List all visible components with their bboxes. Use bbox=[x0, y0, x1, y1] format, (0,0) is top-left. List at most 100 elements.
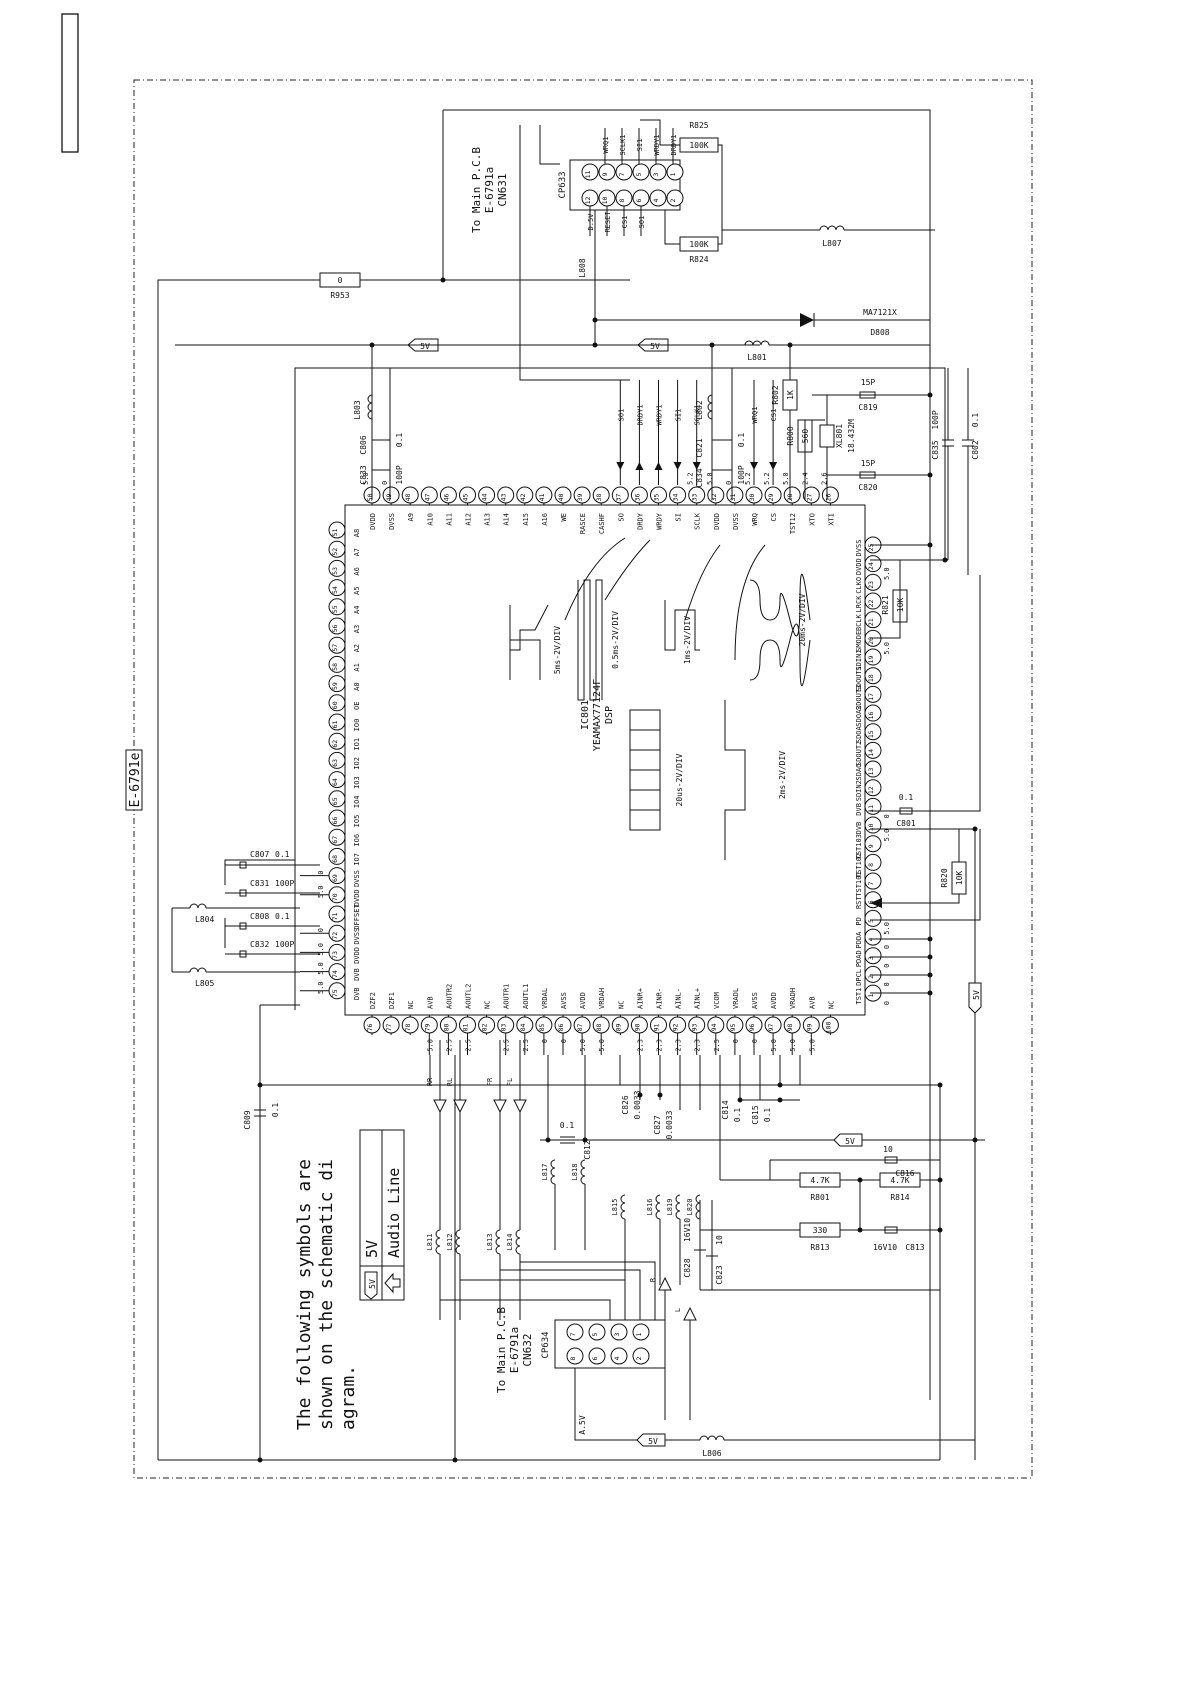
pin-name-20: SMODE bbox=[855, 631, 863, 652]
pin-number-21: 21 bbox=[867, 618, 875, 626]
pin-voltage-31: 0 bbox=[725, 481, 733, 485]
node-avb-left bbox=[257, 1082, 263, 1088]
pin-name-14: SDOUT2 bbox=[855, 741, 863, 766]
pin-number-27: 27 bbox=[805, 494, 813, 502]
a5v-label: A.5V bbox=[578, 1415, 587, 1434]
pin-name-54: A5 bbox=[353, 586, 361, 594]
pin-voltage-86: 0 bbox=[560, 1039, 568, 1043]
pin-18 bbox=[864, 667, 882, 685]
node-pin25 bbox=[927, 542, 933, 548]
pin-name-46: A11 bbox=[445, 513, 453, 526]
pin-5 bbox=[864, 909, 882, 927]
c815-value: 0.1 bbox=[763, 1108, 772, 1123]
pin-99 bbox=[802, 1016, 820, 1034]
pin-number-20: 20 bbox=[867, 637, 875, 645]
c815-ref: C815 bbox=[751, 1105, 760, 1124]
pin-number-82: 82 bbox=[481, 1024, 489, 1032]
pin-71 bbox=[328, 905, 346, 923]
pin-number-42: 42 bbox=[519, 494, 527, 502]
node-r953 bbox=[440, 277, 446, 283]
pin-number-63: 63 bbox=[331, 759, 339, 767]
pin-number-62: 62 bbox=[331, 740, 339, 748]
pin-name-39: RASCE bbox=[579, 513, 587, 534]
c823-value: 10 bbox=[715, 1235, 724, 1245]
pin-voltage-28: 5.0 bbox=[782, 472, 790, 485]
pin-number-70: 70 bbox=[331, 893, 339, 901]
pin-number-57: 57 bbox=[331, 644, 339, 652]
bead-L817 bbox=[550, 1159, 556, 1185]
bead-ref-L812: L812 bbox=[446, 1234, 454, 1251]
pin-57 bbox=[328, 636, 346, 654]
pin-number-10: 10 bbox=[601, 197, 609, 205]
pin-name-80: AOUTR2 bbox=[445, 984, 453, 1009]
pin-7 bbox=[864, 872, 882, 890]
pin-name-47: A10 bbox=[426, 513, 434, 526]
bead-L813 bbox=[495, 1229, 501, 1255]
pin-number-74: 74 bbox=[331, 970, 339, 978]
pin-94 bbox=[707, 1016, 725, 1034]
pin-number-18: 18 bbox=[867, 674, 875, 682]
pin-62 bbox=[328, 732, 346, 750]
cn631-title: To Main P.C.B bbox=[470, 147, 483, 233]
cn631-signal-b-3: SO1 bbox=[638, 216, 646, 229]
pin-number-9: 9 bbox=[867, 844, 875, 848]
pin-number-25: 25 bbox=[867, 544, 875, 552]
pin-number-1: 1 bbox=[867, 994, 875, 998]
pin-6 bbox=[632, 189, 650, 207]
audio-label-RL: RL bbox=[446, 1078, 454, 1086]
pin-name-94: VCOM bbox=[713, 992, 721, 1009]
node-c820 bbox=[927, 472, 933, 478]
bead-ref-L814: L814 bbox=[506, 1234, 514, 1251]
waveform-label-3: 1ms-2V/DIV bbox=[683, 616, 692, 664]
pin-number-76: 76 bbox=[366, 1024, 374, 1032]
pin-name-99: AVB bbox=[808, 996, 816, 1009]
pin-97 bbox=[764, 1016, 782, 1034]
c821-value: 0.1 bbox=[737, 433, 746, 448]
pin-number-44: 44 bbox=[481, 494, 489, 502]
pin-29 bbox=[764, 486, 782, 504]
c814-value: 0.1 bbox=[733, 1108, 742, 1123]
pin-voltage-69: 0 bbox=[317, 870, 325, 874]
c807-ref: C807 bbox=[250, 850, 269, 859]
pin-name-31: DVSS bbox=[732, 513, 740, 530]
signal-arrow-33 bbox=[692, 462, 701, 470]
pin-name-75: DVB bbox=[353, 987, 361, 1000]
pin-31 bbox=[726, 486, 744, 504]
c812-ref: C812 bbox=[583, 1140, 592, 1159]
a5v-wire bbox=[574, 1368, 640, 1441]
xl801-body bbox=[819, 424, 835, 448]
pin-60 bbox=[328, 694, 346, 712]
pin-name-1: TST1 bbox=[855, 988, 863, 1005]
pin-voltage-91: 2.3 bbox=[656, 1039, 664, 1052]
pin-voltage-97: 5.0 bbox=[770, 1039, 778, 1052]
pin-number-87: 87 bbox=[576, 1024, 584, 1032]
pin-name-95: VRADL bbox=[732, 988, 740, 1009]
pin-22 bbox=[864, 592, 882, 610]
pin-77 bbox=[382, 1016, 400, 1034]
pin-voltage-49: 0 bbox=[381, 481, 389, 485]
pin-93 bbox=[688, 1016, 706, 1034]
rst-arrow bbox=[870, 898, 882, 908]
pin-number-5: 5 bbox=[591, 1332, 599, 1336]
node-c819 bbox=[927, 392, 933, 398]
pin-2 bbox=[632, 1347, 650, 1365]
pin-voltage-74: 5.0 bbox=[317, 962, 325, 975]
audio-arrow-RR bbox=[433, 1099, 447, 1114]
pin-41 bbox=[535, 486, 553, 504]
c826-value: 0.0033 bbox=[633, 1090, 642, 1119]
pin-voltage-72: 0 bbox=[317, 928, 325, 932]
pin-name-100: NC bbox=[827, 1001, 835, 1009]
bead-ref-L813: L813 bbox=[486, 1234, 494, 1251]
pin-name-22: LRCK bbox=[855, 595, 863, 613]
pin-number-51: 51 bbox=[331, 529, 339, 537]
audio-label-FL: FL bbox=[506, 1078, 514, 1086]
pin-number-4: 4 bbox=[652, 198, 660, 202]
c808-ref: C808 bbox=[250, 912, 269, 921]
pin-number-2: 2 bbox=[635, 1356, 643, 1360]
bead-L815 bbox=[620, 1194, 626, 1220]
pin-number-98: 98 bbox=[786, 1024, 794, 1032]
route-rr bbox=[439, 1254, 611, 1320]
pin-61 bbox=[328, 713, 346, 731]
